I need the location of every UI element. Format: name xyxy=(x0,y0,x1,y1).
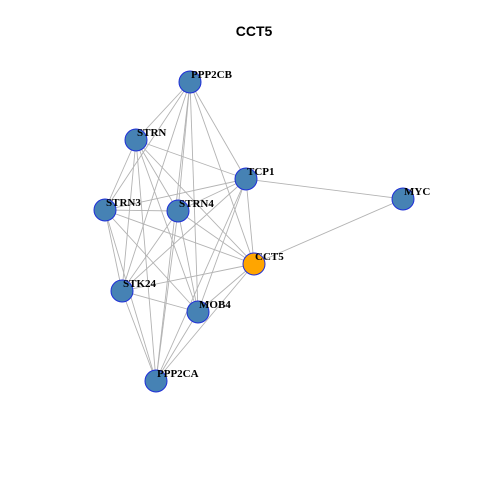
edge-mob4-tcp1 xyxy=(197,178,247,313)
edge-ppp2cb-ppp2ca xyxy=(155,81,191,382)
edge-tcp1-myc xyxy=(245,178,404,200)
node-circle-ppp2cb xyxy=(178,70,202,94)
node-circle-mob4 xyxy=(186,300,210,324)
node-circle-ppp2ca xyxy=(144,369,168,393)
node-circle-tcp1 xyxy=(234,167,258,191)
node-strn: STRN xyxy=(124,127,166,152)
edge-strn4-ppp2ca xyxy=(155,210,179,382)
node-ppp2cb: PPP2CB xyxy=(178,69,233,94)
node-circle-myc xyxy=(391,187,415,211)
node-label-mob4: MOB4 xyxy=(199,299,231,311)
node-label-tcp1: TCP1 xyxy=(247,166,275,178)
edge-strn4-cct5 xyxy=(177,210,255,265)
edge-strn-strn3 xyxy=(104,139,137,211)
edge-mob4-cct5 xyxy=(197,263,255,313)
edge-strn3-stk24 xyxy=(104,209,123,292)
edge-layer xyxy=(104,81,404,382)
edge-ppp2cb-stk24 xyxy=(121,81,191,292)
edge-strn3-strn4 xyxy=(104,209,179,212)
edge-cct5-myc xyxy=(253,198,404,265)
node-cct5: CCT5 xyxy=(242,251,284,276)
node-label-cct5: CCT5 xyxy=(255,251,284,263)
edge-strn3-cct5 xyxy=(104,209,255,265)
edge-strn-strn4 xyxy=(135,139,179,212)
edge-ppp2cb-cct5 xyxy=(189,81,255,265)
node-circle-strn3 xyxy=(93,198,117,222)
edge-stk24-tcp1 xyxy=(121,178,247,292)
node-myc: MYC xyxy=(391,186,430,211)
node-circle-stk24 xyxy=(110,279,134,303)
edge-ppp2cb-mob4 xyxy=(189,81,199,313)
edge-ppp2cb-tcp1 xyxy=(189,81,247,180)
edge-ppp2ca-tcp1 xyxy=(155,178,247,382)
edge-mob4-ppp2ca xyxy=(155,311,199,382)
edge-ppp2cb-strn xyxy=(135,81,191,141)
edge-strn3-mob4 xyxy=(104,209,199,313)
node-ppp2ca: PPP2CA xyxy=(144,368,199,393)
edge-ppp2ca-cct5 xyxy=(155,263,255,382)
node-label-myc: MYC xyxy=(404,186,430,198)
node-label-strn3: STRN3 xyxy=(106,197,141,209)
node-tcp1: TCP1 xyxy=(234,166,275,191)
node-strn3: STRN3 xyxy=(93,197,141,222)
node-label-ppp2cb: PPP2CB xyxy=(191,69,233,81)
node-strn4: STRN4 xyxy=(166,198,214,223)
node-stk24: STK24 xyxy=(110,278,157,303)
node-circle-cct5 xyxy=(242,252,266,276)
node-label-ppp2ca: PPP2CA xyxy=(157,368,199,380)
edge-ppp2cb-strn3 xyxy=(104,81,191,211)
edge-strn4-stk24 xyxy=(121,210,179,292)
edge-strn-ppp2ca xyxy=(135,139,157,382)
edge-strn4-tcp1 xyxy=(177,178,247,212)
node-circle-strn4 xyxy=(166,199,190,223)
node-label-stk24: STK24 xyxy=(123,278,157,290)
node-mob4: MOB4 xyxy=(186,299,231,324)
edge-strn-stk24 xyxy=(121,139,137,292)
edge-strn-cct5 xyxy=(135,139,255,265)
edge-strn3-tcp1 xyxy=(104,178,247,211)
edge-tcp1-cct5 xyxy=(245,178,255,265)
node-circle-strn xyxy=(124,128,148,152)
edge-strn-tcp1 xyxy=(135,139,247,180)
edge-stk24-mob4 xyxy=(121,290,199,313)
node-label-strn: STRN xyxy=(137,127,166,139)
node-label-strn4: STRN4 xyxy=(179,198,214,210)
edge-stk24-ppp2ca xyxy=(121,290,157,382)
edge-stk24-cct5 xyxy=(121,263,255,292)
graph-title: CCT5 xyxy=(236,23,273,39)
